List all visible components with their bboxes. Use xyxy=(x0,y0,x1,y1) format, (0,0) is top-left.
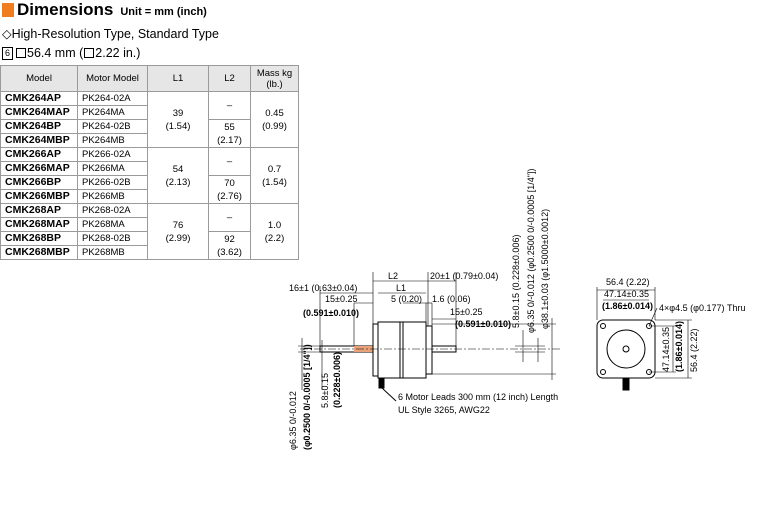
dim-shaft-dia-right: φ6.35 0/-0.012 (φ0.2500 0/-0.0005 [1/4"]… xyxy=(526,169,536,333)
table-cell-l1: 54(2.13) xyxy=(147,147,209,204)
side-dimension-labels: L2 L1 20±1 (0.79±0.04) 16±1 (0.63±0.04) … xyxy=(288,169,558,450)
dim-front-width: 56.4 (2.22) xyxy=(606,277,650,287)
table-cell-model: CMK266BP xyxy=(0,175,78,190)
table-cell-model: CMK268MBP xyxy=(0,245,78,260)
front-dimension-labels: 56.4 (2.22) 47.14±0.35 (1.86±0.014) 4×φ4… xyxy=(602,277,745,372)
square-frame-icon xyxy=(16,48,26,58)
col-header-motor-model: Motor Model xyxy=(77,65,148,92)
col-header-mass: Mass kg (lb.) xyxy=(250,65,299,92)
motor-front-view xyxy=(596,319,656,391)
section-header: Dimensions Unit = mm (inch) xyxy=(0,0,207,20)
dim-l2: L2 xyxy=(388,271,398,281)
frame-size-line: 6 56.4 mm ( 2.22 in.) xyxy=(2,46,140,60)
dim-hole-pitch-in: (1.86±0.014) xyxy=(602,301,653,311)
dim-front-shaft-length: 16±1 (0.63±0.04) xyxy=(289,283,357,293)
dim-rear-flat: 15±0.25 xyxy=(450,307,482,317)
table-cell-l1: 39(1.54) xyxy=(147,91,209,148)
motor-side-view xyxy=(300,321,560,402)
dim-front-height: 56.4 (2.22) xyxy=(689,328,699,372)
dim-flat-right: 5.8±0.15 (0.228±0.006) xyxy=(511,235,521,328)
table-cell-l2: 55(2.17) xyxy=(208,119,251,148)
lead-wire-spec: UL Style 3265, AWG22 xyxy=(398,405,490,415)
dim-l1: L1 xyxy=(396,283,406,293)
table-cell-l1: 76(2.99) xyxy=(147,203,209,260)
dim-rear-shaft: 20±1 (0.79±0.04) xyxy=(430,271,498,281)
front-dimension-lines xyxy=(596,287,692,379)
table-cell-model: CMK264MAP xyxy=(0,105,78,120)
table-cell-motor: PK268MB xyxy=(77,245,148,260)
square-frame-icon xyxy=(84,48,95,58)
dim-v-pitch-in: (1.86±0.014) xyxy=(674,321,684,372)
table-cell-model: CMK266MBP xyxy=(0,189,78,204)
dim-shaft-dia-left-in: (φ0.2500 0/-0.0005 [1/4"]) xyxy=(302,344,312,450)
frame-size-mm: 56.4 mm ( xyxy=(27,46,84,60)
dim-rear-flat-in: (0.591±0.010) xyxy=(455,319,511,329)
dim-flat-left-in: (0.228±0.006) xyxy=(332,352,342,408)
dim-shaft-dia-left: φ6.35 0/-0.012 xyxy=(288,391,298,450)
dim-flat-length: 15±0.25 xyxy=(325,294,357,304)
frame-size-in: 2.22 in.) xyxy=(95,46,141,60)
table-cell-l2: – xyxy=(208,91,251,120)
side-dimension-lines xyxy=(298,272,556,390)
dim-hole-pitch: 47.14±0.35 xyxy=(604,289,649,299)
table-cell-model: CMK268AP xyxy=(0,203,78,218)
dim-mounting-holes: 4×φ4.5 (φ0.177) Thru xyxy=(659,303,745,313)
dim-pilot-depth: 5 (0.20) xyxy=(391,294,422,304)
table-cell-model: CMK266AP xyxy=(0,147,78,162)
table-cell-mass: 1.0(2.2) xyxy=(250,203,299,260)
product-type-subtitle: ◇High-Resolution Type, Standard Type xyxy=(2,27,219,41)
section-title: Dimensions xyxy=(17,0,114,19)
dim-rear-boss: 1.6 (0.06) xyxy=(432,294,471,304)
table-cell-l2: 92(3.62) xyxy=(208,231,251,260)
table-cell-mass: 0.45(0.99) xyxy=(250,91,299,148)
unit-note: Unit = mm (inch) xyxy=(120,6,207,18)
lead-wire-note: 6 Motor Leads 300 mm (12 inch) Length xyxy=(398,392,558,402)
dim-pilot-dia: φ38.1±0.03 (φ1.5000±0.0012) xyxy=(540,209,550,329)
dim-v-pitch: 47.14±0.35 xyxy=(661,327,671,372)
orange-square-icon xyxy=(2,3,14,17)
frame-badge: 6 xyxy=(2,46,13,60)
table-cell-l2: 70(2.76) xyxy=(208,175,251,204)
dim-flat-left: 5.8±0.15 xyxy=(320,373,330,408)
spec-table: Model Motor Model L1 L2 Mass kg (lb.) CM… xyxy=(0,65,299,260)
table-cell-model: CMK266MAP xyxy=(0,161,78,176)
dim-flat-length-in: (0.591±0.010) xyxy=(303,308,359,318)
